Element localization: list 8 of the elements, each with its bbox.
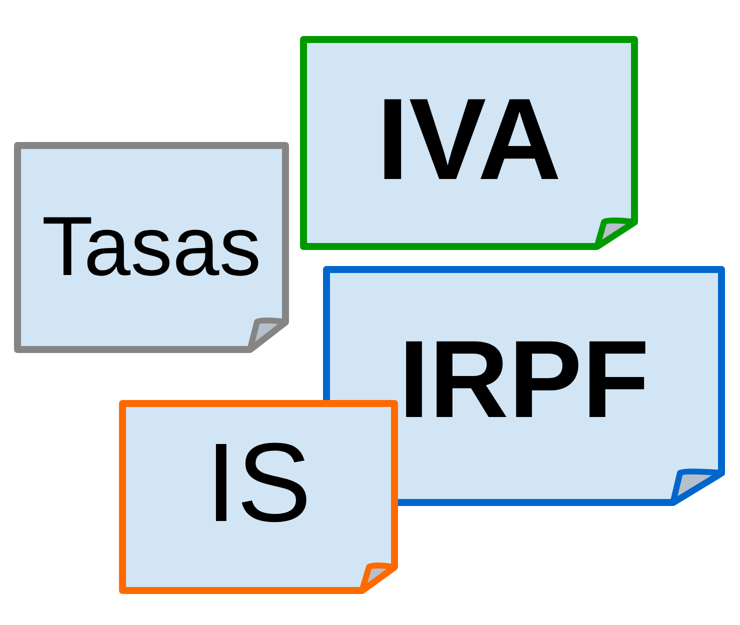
note-label: Tasas [42,204,262,288]
note-label: IVA [376,81,562,197]
note-label: IRPF [398,325,650,435]
sticky-note [119,400,398,594]
sticky-note [14,142,289,353]
note-label: IS [206,427,312,539]
sticky-note [300,36,638,250]
sticky-note [323,266,725,506]
